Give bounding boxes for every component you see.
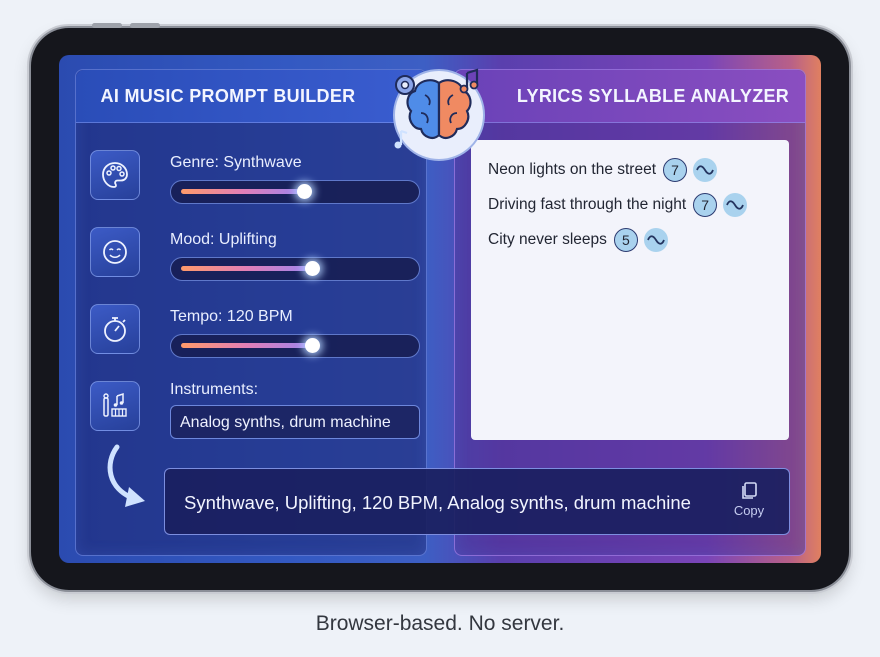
- genre-slider[interactable]: [170, 180, 420, 204]
- tempo-slider[interactable]: [170, 334, 420, 358]
- lyric-text: City never sleeps: [488, 231, 607, 248]
- mood-slider-knob[interactable]: [305, 261, 320, 276]
- genre-slider-knob[interactable]: [297, 184, 312, 199]
- tablet-screen: AI MUSIC PROMPT BUILDER Genre: Synthwave…: [59, 55, 821, 563]
- copy-icon: [742, 482, 757, 499]
- palette-icon: [90, 150, 140, 200]
- curved-arrow-icon: [107, 444, 145, 507]
- prompt-builder-panel: AI MUSIC PROMPT BUILDER Genre: Synthwave…: [75, 69, 427, 556]
- syllable-count-badge: 7: [693, 193, 718, 217]
- tablet-button: [130, 23, 160, 28]
- lyric-text: Driving fast through the night: [488, 196, 687, 213]
- syllable-count-badge: 7: [663, 158, 688, 182]
- syllable-analyzer-title: LYRICS SYLLABLE ANALYZER: [455, 70, 805, 123]
- genre-label: Genre: Synthwave: [170, 154, 302, 171]
- brain-music-logo-icon: [393, 68, 485, 161]
- tempo-label: Tempo: 120 BPM: [170, 308, 293, 325]
- stopwatch-icon: [90, 304, 140, 354]
- lyric-line: City never sleeps 5: [488, 228, 668, 252]
- tempo-slider-knob[interactable]: [305, 338, 320, 353]
- wave-icon: [693, 158, 718, 182]
- lyric-text: Neon lights on the street: [488, 161, 657, 178]
- mood-slider[interactable]: [170, 257, 420, 281]
- instruments-icon: [90, 381, 140, 431]
- smiley-icon: [90, 227, 140, 277]
- wave-icon: [643, 228, 668, 252]
- instruments-label: Instruments:: [170, 381, 259, 398]
- copy-button[interactable]: Copy: [729, 481, 769, 518]
- lyric-line: Driving fast through the night 7: [488, 193, 748, 217]
- prompt-builder-title: AI MUSIC PROMPT BUILDER: [76, 70, 426, 123]
- wave-icon: [723, 193, 748, 217]
- lyrics-textarea[interactable]: Neon lights on the street 7 Driving fast…: [471, 140, 789, 440]
- lyric-line: Neon lights on the street 7: [488, 158, 718, 182]
- generated-prompt-output[interactable]: Synthwave, Uplifting, 120 BPM, Analog sy…: [164, 468, 790, 535]
- caption-text: Browser-based. No server.: [315, 612, 565, 635]
- genre-slider-fill: [181, 189, 305, 194]
- generated-prompt-text: Synthwave, Uplifting, 120 BPM, Analog sy…: [184, 492, 691, 513]
- instruments-input[interactable]: Analog synths, drum machine: [170, 405, 420, 439]
- mood-label: Mood: Uplifting: [170, 231, 277, 248]
- syllable-count-badge: 5: [613, 228, 638, 252]
- tempo-slider-fill: [181, 343, 313, 348]
- mood-slider-fill: [181, 266, 313, 271]
- copy-label: Copy: [733, 503, 765, 518]
- tablet-button: [92, 23, 122, 28]
